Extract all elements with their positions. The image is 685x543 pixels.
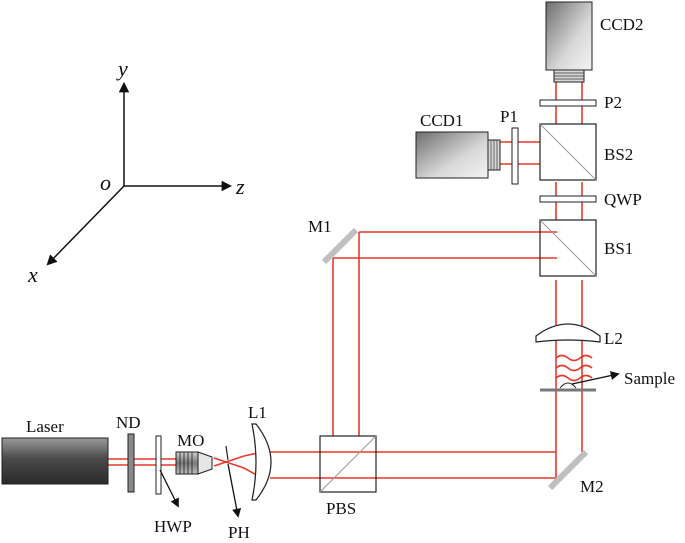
polarizer-p1 (511, 127, 519, 185)
label-qwp: QWP (604, 190, 642, 209)
coordinate-axes (46, 81, 233, 266)
beam-splitter-2 (539, 123, 597, 181)
label-p2: P2 (604, 93, 622, 112)
label-nd: ND (116, 413, 141, 432)
hwp-arrow (159, 469, 179, 508)
pinhole-arrow (227, 463, 242, 518)
label-ccd1: CCD1 (420, 111, 463, 130)
lens-l2 (535, 323, 601, 343)
axis-label-origin: o (100, 170, 111, 195)
nd-filter (127, 433, 135, 493)
label-bs1: BS1 (604, 239, 633, 258)
axis-label-z: z (235, 174, 245, 199)
label-sample: Sample (624, 369, 675, 388)
lens-l1 (251, 423, 272, 501)
label-bs2: BS2 (604, 145, 633, 164)
label-p1: P1 (500, 107, 518, 126)
axis-label-y: y (116, 56, 128, 81)
camera-ccd2 (545, 1, 593, 83)
qwp-plate (539, 195, 597, 203)
beam-splitter-1 (539, 219, 597, 277)
label-m2: M2 (580, 477, 604, 496)
mirror-m1 (321, 227, 359, 265)
microscope-objective (175, 451, 213, 475)
label-ccd2: CCD2 (600, 15, 643, 34)
label-l1: L1 (248, 403, 267, 422)
laser-beams (108, 80, 593, 479)
label-l2: L2 (604, 329, 623, 348)
axis-label-x: x (27, 262, 38, 287)
polarizer-p2 (539, 99, 597, 107)
label-mo: MO (177, 431, 204, 450)
sample-arrow (571, 371, 620, 385)
label-laser: Laser (26, 417, 64, 436)
sample-stage (540, 382, 596, 392)
polarizing-beam-splitter (319, 435, 377, 493)
label-ph: PH (228, 523, 250, 542)
x-axis (46, 185, 125, 266)
pinhole (225, 445, 229, 461)
label-hwp: HWP (154, 517, 192, 536)
camera-ccd1 (415, 131, 501, 179)
laser-body (1, 437, 109, 485)
label-pbs: PBS (326, 499, 356, 518)
mirror-m2 (547, 449, 589, 491)
hwp-plate (155, 435, 162, 495)
label-m1: M1 (308, 217, 332, 236)
